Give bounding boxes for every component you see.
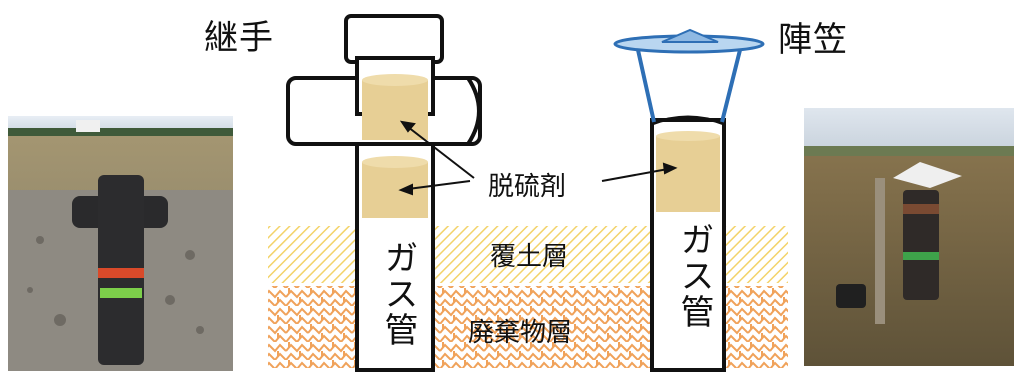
hat-cover <box>613 28 765 123</box>
hat-pipe <box>650 115 726 372</box>
hat-label: 陣笠 <box>778 20 848 60</box>
joint-pipe <box>286 14 482 372</box>
desulfurizer-label: 脱硫剤 <box>488 172 567 202</box>
desulfurizer-left-lower <box>362 156 428 218</box>
cover-soil-label: 覆土層 <box>490 242 569 272</box>
waste-layer-label: 廃棄物層 <box>468 318 573 348</box>
joint-label: 継手 <box>204 18 274 58</box>
gas-pipe-left-label: ガス管 <box>378 240 418 348</box>
gas-pipe-right-label: ガス管 <box>674 222 714 330</box>
desulfurizer-left-upper <box>362 74 428 140</box>
photo-left <box>8 116 233 371</box>
photo-right <box>804 108 1014 366</box>
desulfurizer-arrows <box>398 120 678 196</box>
